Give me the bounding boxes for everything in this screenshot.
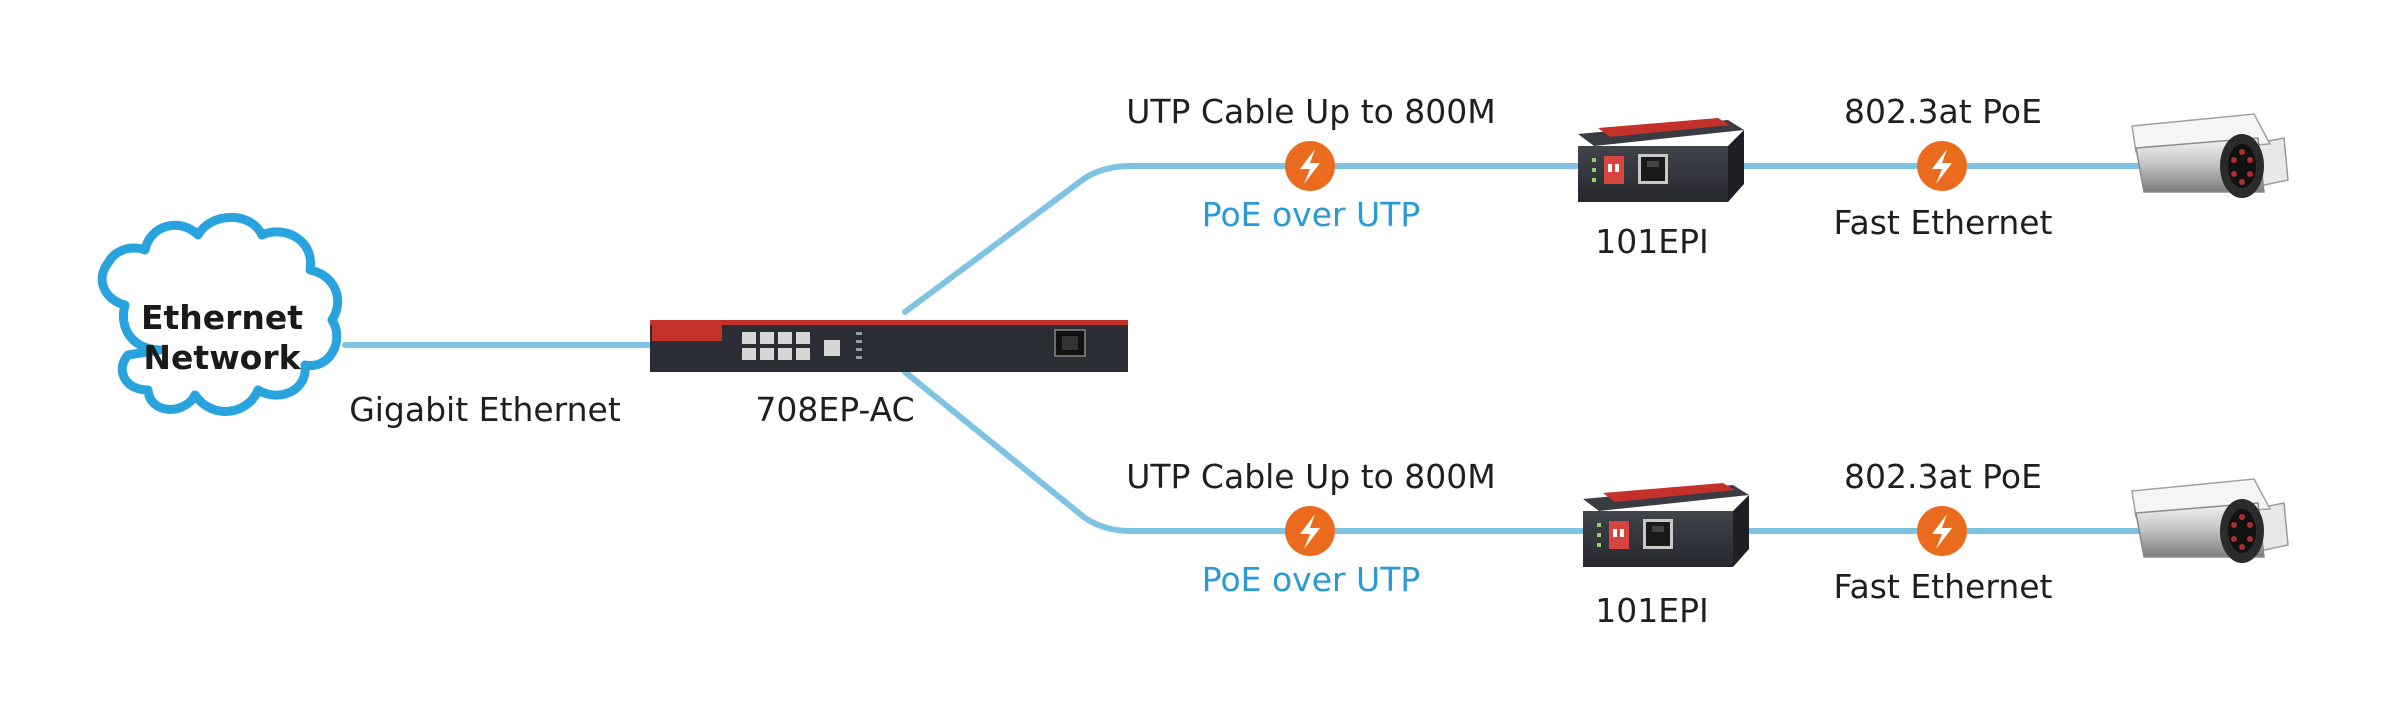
branch-1-injector-label: 101EPI	[1595, 222, 1709, 261]
uplink-label: Gigabit Ethernet	[349, 390, 621, 429]
branch-1-cable-label: UTP Cable Up to 800M	[1126, 92, 1496, 131]
cloud-icon	[97, 212, 343, 416]
injector-101epi-device	[1578, 118, 1744, 202]
lightning-bolt-icon	[1285, 141, 1335, 191]
branch-1-line	[902, 163, 1583, 315]
cloud-label-line2: Network	[143, 338, 301, 377]
lightning-bolt-icon	[1917, 506, 1967, 556]
branch-2-cable-caption: PoE over UTP	[1201, 560, 1421, 599]
branch-2-injector-label: 101EPI	[1595, 591, 1709, 630]
injector-101epi-device	[1583, 483, 1749, 567]
branch-2-poe-caption: Fast Ethernet	[1833, 567, 2053, 606]
branch-2-poe-label: 802.3at PoE	[1844, 457, 2042, 496]
cloud-label-line1: Ethernet	[140, 298, 304, 337]
branch-2-line	[902, 369, 1588, 534]
ip-camera-icon	[2131, 113, 2289, 199]
switch-model-label: 708EP-AC	[755, 390, 915, 429]
branch-2-cable-label: UTP Cable Up to 800M	[1126, 457, 1496, 496]
branch-1-cable-caption: PoE over UTP	[1201, 195, 1421, 234]
cloud-label: Ethernet Network	[141, 298, 303, 378]
branch-1-poe-caption: Fast Ethernet	[1833, 203, 2053, 242]
lightning-bolt-icon	[1917, 141, 1967, 191]
ip-camera-icon	[2131, 478, 2289, 564]
lightning-bolt-icon	[1285, 506, 1335, 556]
switch-708ep-ac	[650, 320, 1128, 372]
branch-1-poe-label: 802.3at PoE	[1844, 92, 2042, 131]
